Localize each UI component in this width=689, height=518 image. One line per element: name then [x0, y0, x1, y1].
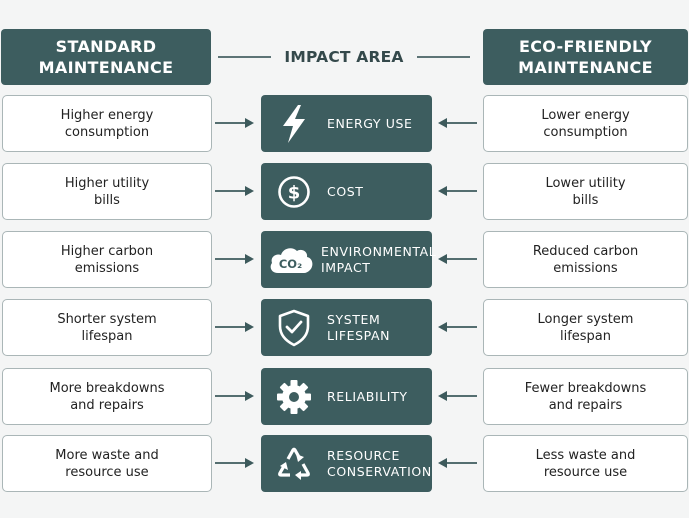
arrow-right-icon: [215, 458, 254, 468]
eco-environmental-box: Reduced carbon emissions: [483, 231, 688, 288]
reliability-area: RELIABILITY: [261, 368, 432, 425]
divider-right: [416, 56, 470, 58]
standard-energy-box: Higher energy consumption: [2, 95, 212, 152]
arrow-right-icon: [215, 391, 254, 401]
eco-friendly-maintenance-header: ECO-FRIENDLY MAINTENANCE: [483, 29, 688, 85]
arrow-left-icon: [438, 391, 477, 401]
impact-area-header: IMPACT AREA: [218, 46, 470, 68]
gear-icon: [267, 368, 321, 425]
standard-maintenance-title: STANDARD MAINTENANCE: [38, 37, 174, 77]
divider-left: [218, 56, 272, 58]
standard-maintenance-header: STANDARD MAINTENANCE: [1, 29, 211, 85]
arrow-left-icon: [438, 458, 477, 468]
standard-cost-box: Higher utility bills: [2, 163, 212, 220]
system-lifespan-area: SYSTEM LIFESPAN: [261, 299, 432, 356]
cost-label: COST: [327, 183, 364, 199]
standard-reliability-box: More breakdowns and repairs: [2, 368, 212, 425]
co2-label: CO₂: [279, 257, 302, 271]
eco-resource-box: Less waste and resource use: [483, 435, 688, 492]
eco-energy-box: Lower energy consumption: [483, 95, 688, 152]
arrow-right-icon: [215, 254, 254, 264]
eco-cost-box: Lower utility bills: [483, 163, 688, 220]
arrow-right-icon: [215, 186, 254, 196]
system-lifespan-label: SYSTEM LIFESPAN: [327, 311, 391, 343]
energy-use-area: ENERGY USE: [261, 95, 432, 152]
arrow-right-icon: [215, 322, 254, 332]
arrow-left-icon: [438, 186, 477, 196]
arrow-left-icon: [438, 254, 477, 264]
co2-cloud-icon: CO₂: [267, 231, 315, 288]
cost-area: $ COST: [261, 163, 432, 220]
standard-lifespan-box: Shorter system lifespan: [2, 299, 212, 356]
environmental-impact-label: ENVIRONMENTAL IMPACT: [321, 243, 437, 275]
impact-area-title: IMPACT AREA: [284, 48, 404, 66]
arrow-left-icon: [438, 118, 477, 128]
svg-text:$: $: [288, 182, 301, 203]
eco-reliability-box: Fewer breakdowns and repairs: [483, 368, 688, 425]
standard-resource-box: More waste and resource use: [2, 435, 212, 492]
resource-conservation-area: RESOURCE CONSERVATION: [261, 435, 432, 492]
arrow-right-icon: [215, 118, 254, 128]
environmental-impact-area: CO₂ ENVIRONMENTAL IMPACT: [261, 231, 436, 288]
standard-environmental-box: Higher carbon emissions: [2, 231, 212, 288]
lightning-icon: [267, 95, 321, 152]
recycle-icon: [267, 435, 321, 492]
arrow-left-icon: [438, 322, 477, 332]
dollar-icon: $: [267, 163, 321, 220]
resource-conservation-label: RESOURCE CONSERVATION: [327, 447, 432, 479]
shield-check-icon: [267, 299, 321, 356]
energy-use-label: ENERGY USE: [327, 115, 413, 131]
eco-lifespan-box: Longer system lifespan: [483, 299, 688, 356]
reliability-label: RELIABILITY: [327, 388, 408, 404]
eco-friendly-maintenance-title: ECO-FRIENDLY MAINTENANCE: [518, 37, 653, 77]
